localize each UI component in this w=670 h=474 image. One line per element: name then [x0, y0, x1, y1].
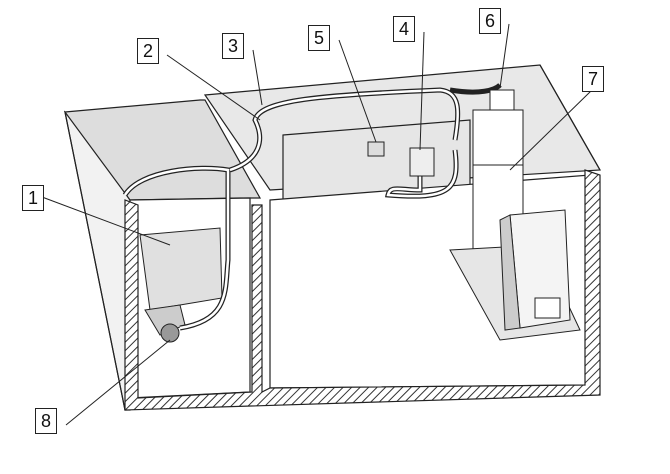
- callout-7: 7: [582, 66, 604, 92]
- callout-1: 1: [22, 185, 44, 211]
- callout-4: 4: [393, 16, 415, 42]
- callout-8: 8: [35, 408, 57, 434]
- callout-6: 6: [479, 8, 501, 34]
- suction-unit: [409, 147, 435, 177]
- boiler: [449, 209, 581, 341]
- callout-3: 3: [222, 33, 244, 59]
- hopper-tank: [139, 227, 223, 343]
- pipe-inner: [123, 88, 460, 330]
- leader-lines: [41, 23, 593, 426]
- callout-2: 2: [137, 38, 159, 64]
- control-box: [367, 141, 385, 157]
- callout-5: 5: [308, 25, 330, 51]
